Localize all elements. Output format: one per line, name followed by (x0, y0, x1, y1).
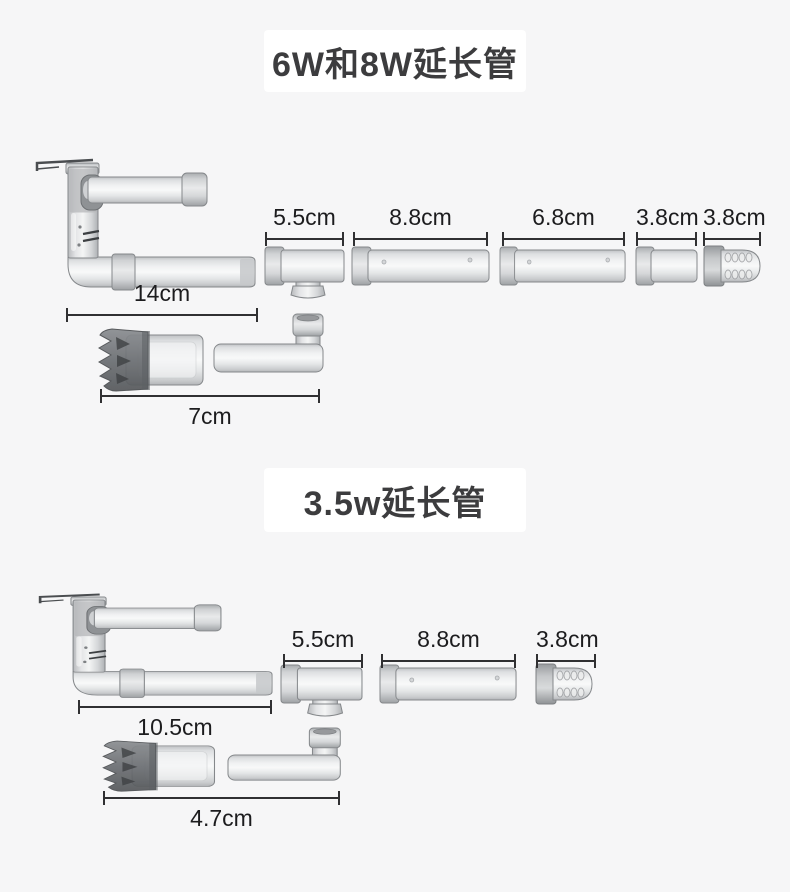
elbow-connector (213, 313, 324, 373)
dimension-line (636, 232, 697, 246)
dimension-label: 6.8cm (532, 204, 595, 230)
tee-connector (280, 664, 363, 717)
dimension-nozzle-3-8cm: 3.8cm (536, 626, 599, 668)
dimension-line (381, 654, 516, 668)
section-title-3-5w: 3.5w延长管 (264, 468, 526, 532)
section-title-text: 3.5w延长管 (303, 484, 487, 523)
dimension-label: 4.7cm (190, 805, 253, 831)
dimension-tube-8-8cm: 8.8cm (353, 204, 488, 246)
section-3-5w-parts (38, 593, 593, 792)
dimension-label: 14cm (133, 280, 191, 306)
intake-strainer (102, 740, 216, 792)
dimension-tube-8-8cm: 8.8cm (381, 626, 516, 668)
dimension-label: 5.5cm (273, 204, 336, 230)
dimension-tube-6-8cm: 6.8cm (502, 204, 625, 246)
dimension-assembly-10-5cm: 10.5cm (78, 700, 272, 742)
dimension-line (66, 308, 258, 322)
dimension-label: 8.8cm (389, 204, 452, 230)
dimension-line (283, 654, 363, 668)
dimension-tee-5-5cm: 5.5cm (265, 204, 344, 246)
dimension-line (353, 232, 488, 246)
dimension-intake-7cm: 7cm (100, 389, 320, 431)
dimension-line (78, 700, 272, 714)
section-title-text: 6W和8W延长管 (272, 45, 518, 84)
dimension-label: 3.8cm (703, 204, 766, 230)
tee-connector (264, 246, 345, 299)
dimension-tee-5-5cm: 5.5cm (283, 626, 363, 668)
dimension-line (703, 232, 761, 246)
extension-tube-8-8 (379, 664, 517, 704)
section-title-6w-8w: 6W和8W延长管 (264, 30, 526, 92)
dimension-line (103, 791, 340, 805)
dimension-intake-4-7cm: 4.7cm (103, 791, 340, 833)
dimension-line (100, 389, 320, 403)
extension-tube-8-8 (351, 246, 490, 286)
dimension-label: 8.8cm (417, 626, 480, 652)
section-6w-8w-parts (35, 158, 761, 392)
dimension-label: 3.8cm (536, 626, 599, 652)
dimension-label: 5.5cm (291, 626, 355, 652)
extension-tube-6-8 (499, 246, 626, 286)
outlet-nozzle (703, 245, 761, 287)
dimension-line (502, 232, 625, 246)
pump-outlet-assembly (35, 158, 257, 292)
dimension-line (265, 232, 344, 246)
extension-tube-3-8 (635, 246, 698, 286)
dimension-label: 3.8cm (636, 204, 699, 230)
dimension-assembly-14cm: 14cm (66, 280, 258, 322)
dimension-label: 7cm (188, 403, 232, 429)
dimension-nozzle-3-8cm: 3.8cm (703, 204, 766, 246)
pump-outlet-assembly (38, 593, 274, 699)
dimension-line (536, 654, 596, 668)
outlet-nozzle (535, 663, 593, 705)
intake-strainer (98, 328, 204, 392)
dimension-tube-3-8cm: 3.8cm (636, 204, 699, 246)
dimension-label: 10.5cm (137, 714, 213, 740)
